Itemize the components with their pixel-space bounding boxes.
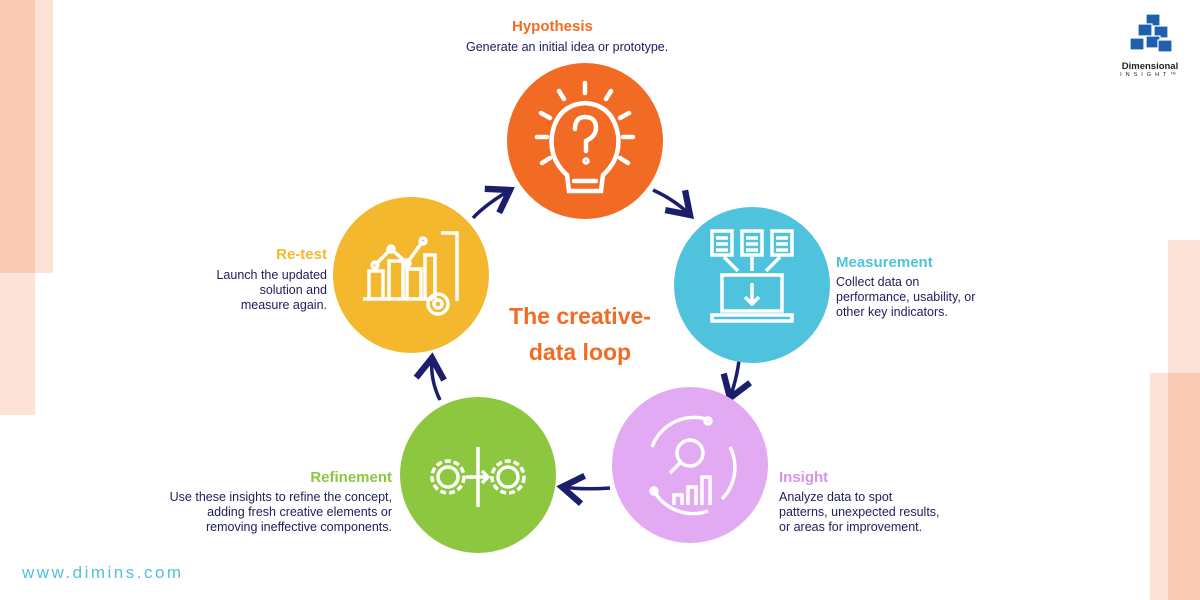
insight-circle [612,387,768,543]
decor-bar [1150,373,1168,600]
retest-title: Re-test [276,246,327,263]
decor-bar [1168,373,1200,600]
center-title-line: data loop [528,339,632,365]
arrow-ref-ret [413,352,447,401]
arrow-ret-hyp [471,185,515,220]
logo-sub: INSIGHT™ [1120,72,1180,78]
decor-bar [0,0,35,273]
laptop-documents-icon [710,229,794,323]
refinement-circle [400,397,556,553]
refinement-title: Refinement [310,469,392,486]
retest-circle [333,197,489,353]
website-link[interactable]: www.dimins.com [22,563,184,582]
logo-name: Dimensional [1121,61,1179,72]
cubes-logo-icon [1129,13,1173,53]
text-line: Use these insights to refine the concept… [169,490,392,504]
text-line: Launch the updated [216,268,327,282]
text-line: measure again. [240,298,327,312]
arrow-hyp-meas [652,188,695,220]
text-line: other key indicators. [836,305,948,319]
text-line: solution and [259,283,327,297]
text-line: removing ineffective components. [206,520,392,534]
hypothesis-title: Hypothesis [512,18,593,35]
measurement-circle [674,207,830,363]
refinement-text: Use these insights to refine the concept… [170,490,392,535]
analysis-chart-icon [649,415,737,516]
logo: Dimensional INSIGHT™ [1110,12,1190,78]
insight-title: Insight [779,469,829,486]
gears-transform-icon [430,447,526,507]
text-line: adding fresh creative elements or [207,505,392,519]
text-line: or areas for improvement. [779,520,923,534]
arrow-ins-ref [556,473,611,506]
chart-gear-icon [363,231,459,316]
measurement-title: Measurement [836,254,933,271]
center-title-line: The creative- [509,303,651,329]
text-line: performance, usability, or [836,290,976,304]
text-line: Analyze data to spot [779,490,893,504]
decor-bar [1168,240,1200,373]
decor-bar [35,0,53,273]
hypothesis-circle [507,63,663,219]
center-title: The creative-data loop [480,298,680,370]
decor-bar [0,273,35,415]
lightbulb-question-icon [534,80,636,194]
text-line: patterns, unexpected results, [779,505,940,519]
hypothesis-text: Generate an initial idea or prototype. [466,40,669,54]
text-line: Collect data on [836,275,920,289]
